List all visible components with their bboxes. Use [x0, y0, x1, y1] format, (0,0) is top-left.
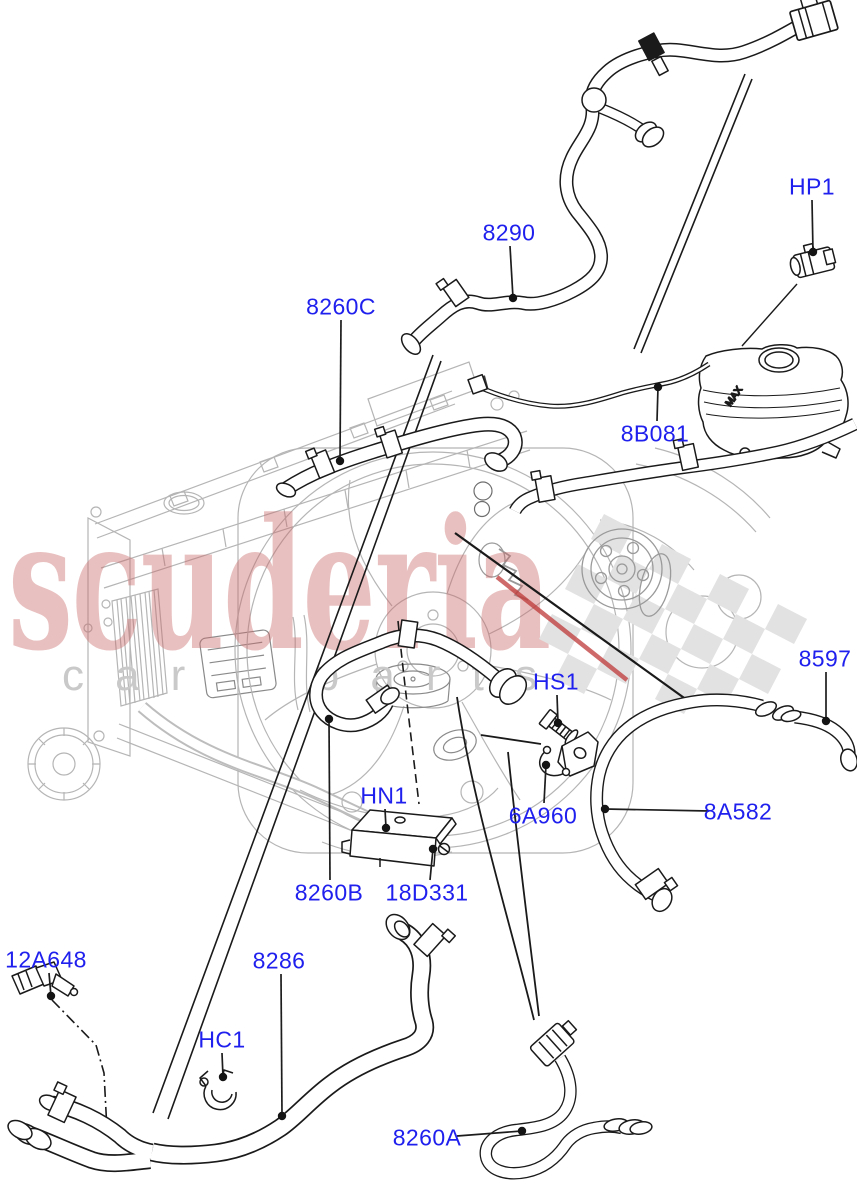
- part-label-12A648[interactable]: 12A648: [5, 946, 87, 973]
- part-label-8290[interactable]: 8290: [482, 219, 536, 246]
- hose-8260B: [309, 619, 528, 733]
- dot-12A648: [46, 991, 56, 1001]
- bracket-6A960: [538, 731, 599, 777]
- part-label-8286[interactable]: 8286: [252, 947, 306, 974]
- leader-6A960: [543, 764, 547, 804]
- leader-8A582: [604, 808, 710, 812]
- tank-outlet-hose: [509, 418, 857, 515]
- flag-cell: [591, 514, 633, 554]
- flag-cell: [639, 634, 681, 674]
- bracket-18D331: [341, 809, 457, 867]
- part-label-HC1[interactable]: HC1: [198, 1026, 246, 1053]
- flag-cell: [739, 654, 781, 694]
- flag-cell: [765, 604, 807, 644]
- dot-8A582: [600, 804, 610, 814]
- leader-8260B: [328, 718, 331, 881]
- leader-8286: [280, 973, 283, 1117]
- dot-8290: [508, 293, 518, 303]
- clamp-HC1: [199, 1069, 237, 1111]
- hose-8286: [7, 913, 457, 1173]
- watermark-subtitle-text: car parts: [62, 651, 557, 700]
- part-label-HS1[interactable]: HS1: [533, 668, 579, 695]
- leader-8B081: [656, 386, 659, 422]
- flag-cell: [539, 614, 581, 654]
- flag-cell: [681, 624, 723, 664]
- part-label-8597[interactable]: 8597: [798, 645, 852, 672]
- flag-cell: [707, 574, 749, 614]
- part-label-18D331[interactable]: 18D331: [385, 879, 469, 906]
- dot-18D331: [428, 844, 438, 854]
- part-label-HN1[interactable]: HN1: [360, 782, 408, 809]
- dot-8260C: [335, 456, 345, 466]
- dot-8B081: [653, 382, 663, 392]
- leader-8290: [509, 245, 514, 299]
- expansion-tank: MAX: [697, 344, 849, 460]
- connector-HP1: [789, 242, 837, 279]
- label-leaders: [46, 199, 831, 1137]
- flag-cell: [555, 654, 597, 694]
- part-label-8260B[interactable]: 8260B: [294, 879, 364, 906]
- flag-cell: [607, 554, 649, 594]
- leader-HS1: [556, 694, 559, 724]
- flag-cell: [597, 644, 639, 684]
- hose-8290: [400, 0, 839, 355]
- flag-cell: [665, 584, 707, 624]
- bleed-pipe-8B081: [467, 361, 711, 409]
- checkered-flag: [539, 514, 807, 714]
- part-label-8260C[interactable]: 8260C: [306, 293, 376, 320]
- dot-8260B: [324, 714, 334, 724]
- part-label-HP1[interactable]: HP1: [789, 173, 835, 200]
- leader-8260A: [456, 1130, 523, 1137]
- watermark: scuderia car parts: [8, 480, 807, 714]
- dot-HS1: [553, 718, 563, 728]
- hose-8597: [780, 709, 857, 772]
- hose-8260A: [479, 1019, 653, 1180]
- part-label-8A582[interactable]: 8A582: [703, 798, 773, 825]
- leader-HP1: [811, 199, 814, 253]
- dot-8597: [821, 716, 831, 726]
- dot-6A960: [541, 760, 551, 770]
- dot-8260A: [517, 1126, 527, 1136]
- water-pump-pulley: [581, 528, 672, 617]
- flag-cell: [581, 604, 623, 644]
- accent-red-line: [495, 575, 629, 682]
- hose-parts-artwork: MAX: [7, 0, 857, 1180]
- part-label-8260A[interactable]: 8260A: [392, 1124, 462, 1151]
- dot-HP1: [808, 247, 818, 257]
- leader-8260C: [339, 319, 342, 462]
- flag-cell: [723, 614, 765, 654]
- part-label-8B081[interactable]: 8B081: [620, 420, 690, 447]
- dot-HC1: [218, 1072, 228, 1082]
- dot-8286: [277, 1111, 287, 1121]
- part-label-6A960[interactable]: 6A960: [508, 802, 578, 829]
- dot-HN1: [381, 823, 391, 833]
- leader-18D331: [429, 848, 434, 881]
